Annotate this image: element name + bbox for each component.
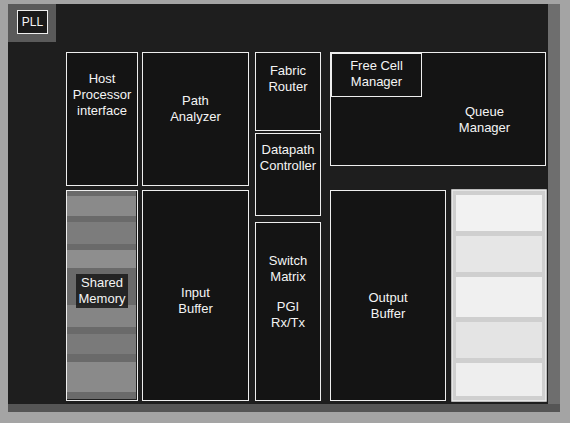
memory-bank: [456, 363, 542, 396]
block-label: Input Buffer: [178, 285, 212, 317]
logic-block: Path Analyzer: [142, 52, 249, 186]
switch-block: Switch MatrixPGI Rx/Tx: [255, 222, 321, 401]
block-label: Fabric Router: [268, 63, 307, 95]
block-label: Shared Memory: [76, 274, 129, 308]
memory-bank: [456, 322, 542, 358]
memory-array: [67, 191, 136, 399]
memory-bank: [67, 250, 136, 268]
memory-array: [67, 191, 136, 399]
memory-bank: [67, 334, 136, 354]
die-core: [8, 4, 560, 412]
die-edge: [8, 404, 560, 412]
memory-array: [452, 190, 546, 401]
pll-block: PLL: [17, 10, 48, 34]
memory-bank: [456, 277, 542, 317]
memory-bank: [67, 196, 136, 216]
block-label: Datapath Controller: [260, 142, 316, 174]
block-label: PGI Rx/Tx: [271, 299, 305, 331]
block-label: Host Processor interface: [73, 71, 132, 119]
memory-block: Shared Memory: [66, 190, 138, 401]
memory-bank: [456, 195, 542, 231]
block-label: PLL: [22, 14, 43, 30]
pll-corner: [8, 4, 56, 42]
memory-bank: [67, 222, 136, 244]
logic-block: Queue Manager Free Cell Manager: [330, 52, 546, 166]
block-label: Free Cell Manager: [335, 58, 419, 90]
interface-block: Host Processor interface: [66, 52, 138, 186]
logic-block: Free Cell Manager: [331, 53, 422, 97]
memory-bank: [456, 236, 542, 272]
buffer-block: Input Buffer: [142, 190, 249, 401]
block-label: Switch Matrix: [269, 253, 307, 285]
block-label: Queue Manager: [459, 104, 510, 136]
buffer-block: Output Buffer: [330, 190, 446, 401]
memory-array: [452, 190, 546, 401]
memory-bank: [67, 305, 136, 327]
logic-block: Datapath Controller: [255, 133, 321, 216]
die-edge: [548, 4, 560, 412]
block-label: Output Buffer: [368, 290, 407, 322]
block-label: Path Analyzer: [170, 93, 221, 125]
logic-block: Fabric Router: [255, 52, 321, 131]
memory-bank: [67, 362, 136, 392]
